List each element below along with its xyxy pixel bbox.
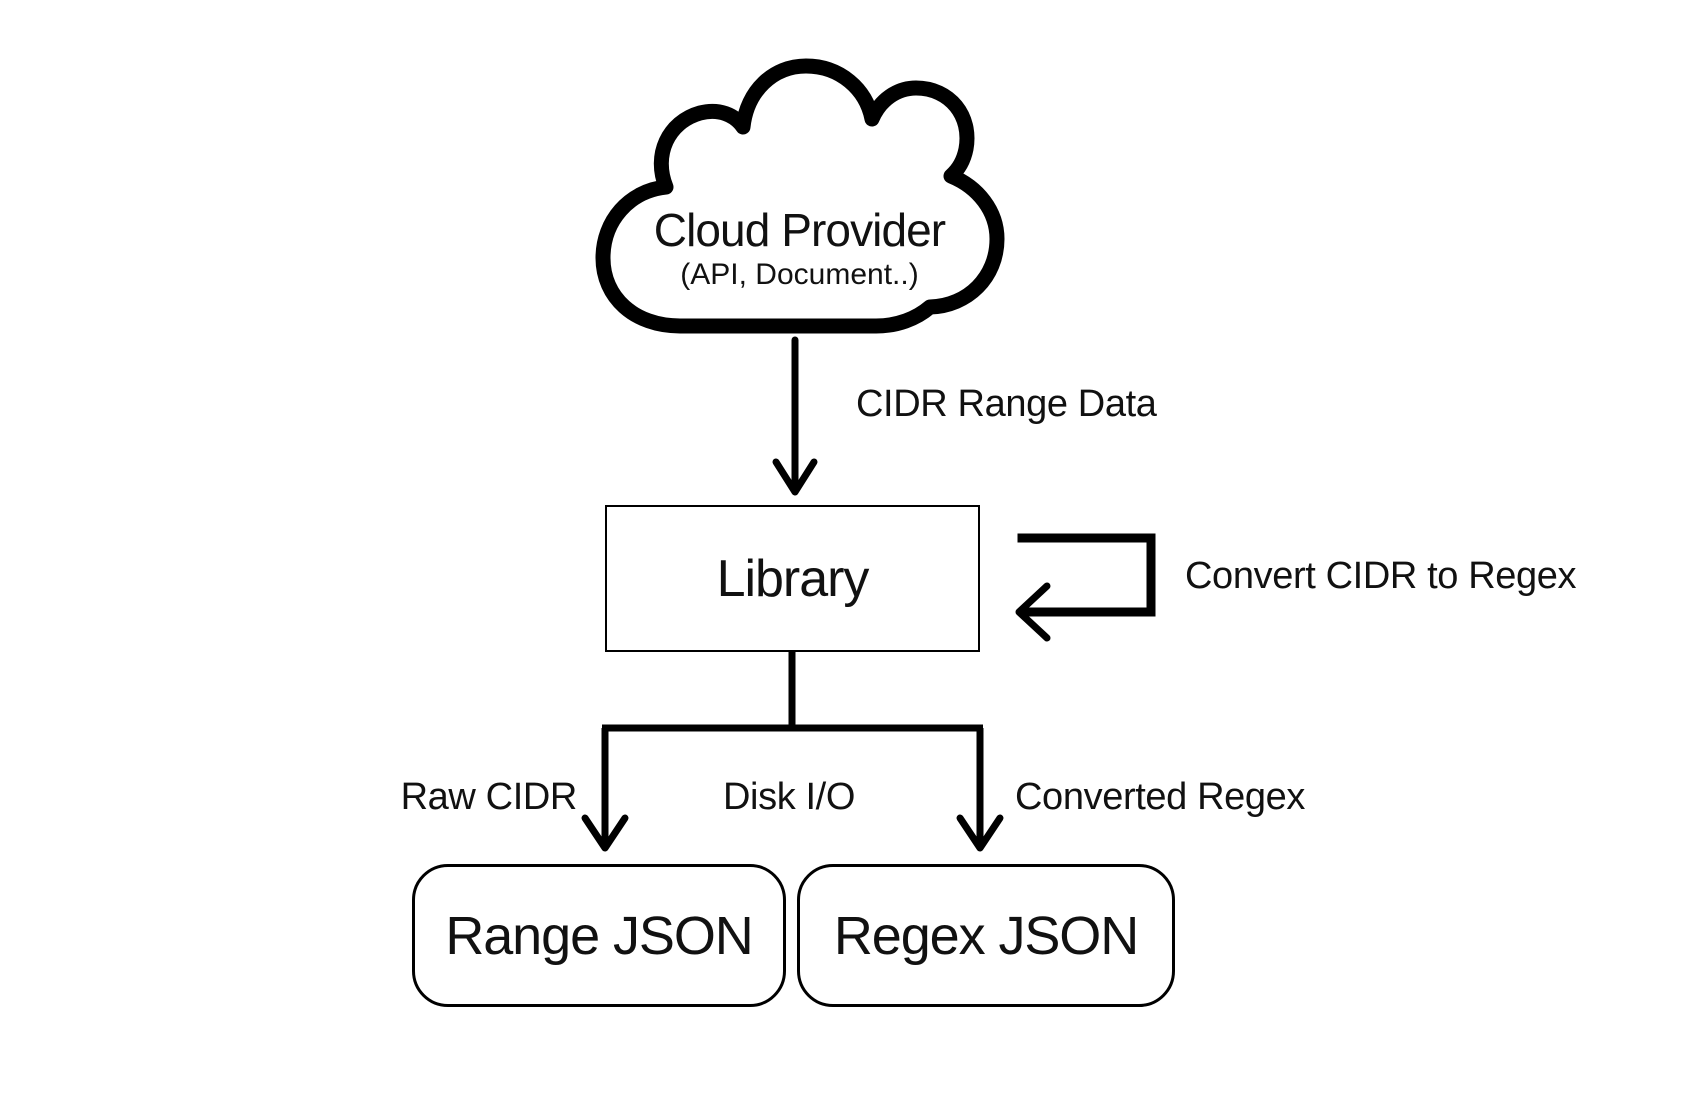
- cloud-title: Cloud Provider: [653, 204, 946, 256]
- edge-label-convert-cidr-to-regex: Convert CIDR to Regex: [1185, 555, 1577, 597]
- node-range-json-label: Range JSON: [445, 905, 753, 966]
- arrowhead-right-branch: [956, 814, 1004, 852]
- arrowhead-left-branch: [581, 814, 629, 852]
- arrow-convert-loop: [1015, 533, 1156, 642]
- cloud-node: Cloud Provider (API, Document..): [602, 204, 997, 294]
- cloud-icon: [595, 58, 1005, 334]
- node-library: Library: [605, 505, 980, 652]
- arrow-cloud-to-library: [772, 336, 818, 496]
- cloud-subtitle: (API, Document..): [680, 258, 919, 291]
- node-range-json: Range JSON: [412, 864, 786, 1007]
- node-regex-json-label: Regex JSON: [833, 905, 1139, 966]
- node-regex-json: Regex JSON: [797, 864, 1175, 1007]
- edge-label-disk-io: Disk I/O: [722, 776, 856, 818]
- tree-connector: [581, 652, 1004, 852]
- node-library-label: Library: [716, 549, 870, 608]
- edge-label-converted-regex: Converted Regex: [1015, 776, 1306, 818]
- edge-label-raw-cidr: Raw CIDR: [400, 776, 578, 818]
- edge-label-cidr-range-data: CIDR Range Data: [856, 383, 1157, 425]
